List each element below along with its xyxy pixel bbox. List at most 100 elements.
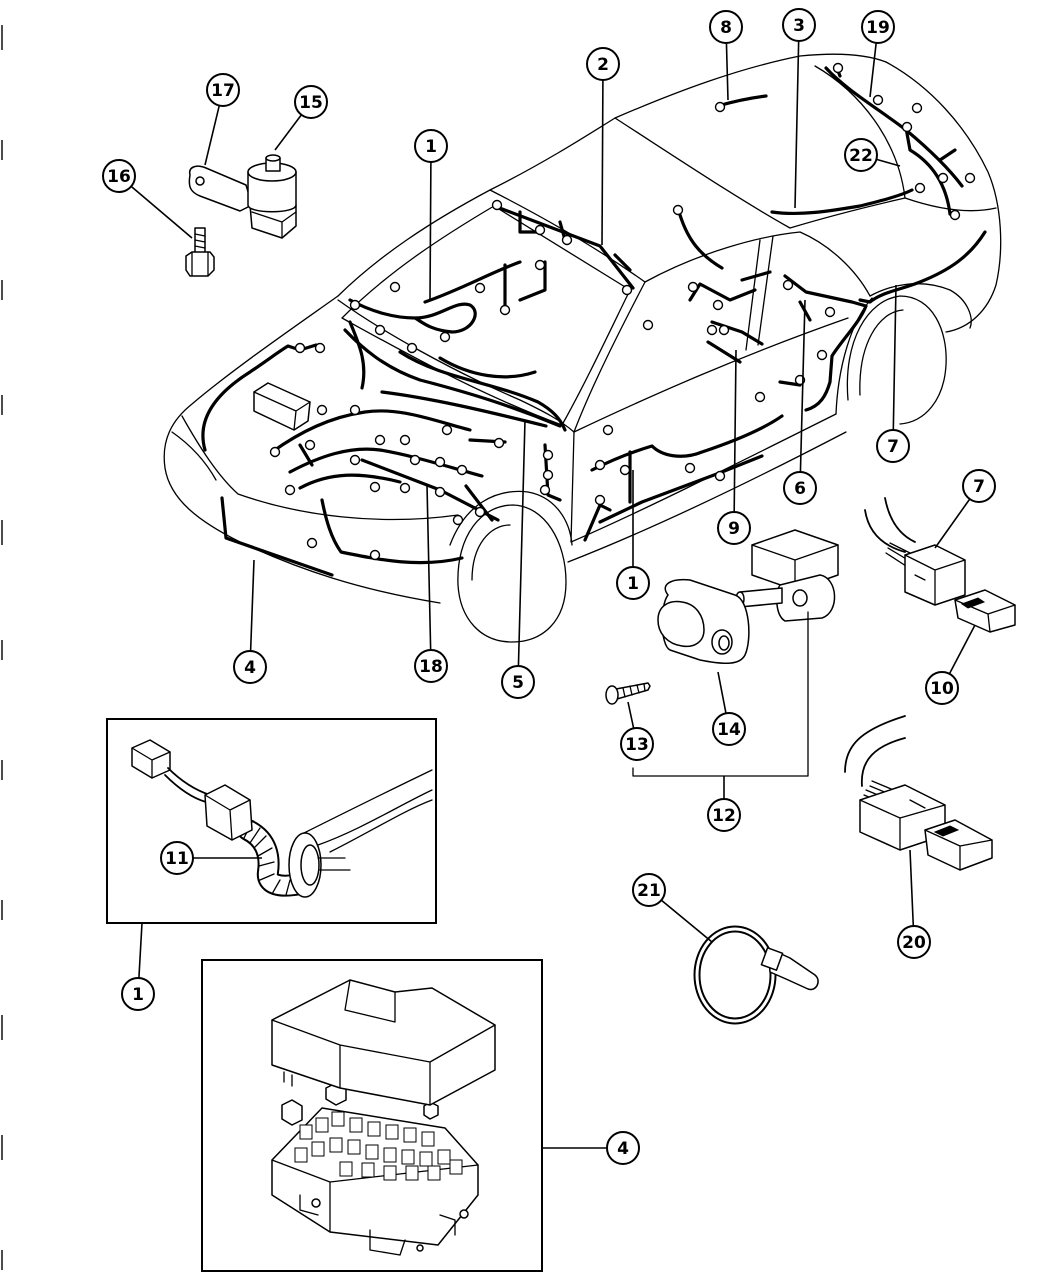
- rear-glass: [814, 65, 906, 199]
- callout-18: 18: [414, 484, 448, 683]
- callout-3: 3: [782, 8, 816, 209]
- callout-number: 22: [849, 146, 873, 166]
- hatch-harness: [824, 64, 964, 216]
- callout-circle: [121, 977, 155, 1011]
- inset-grommet-detail: [106, 718, 437, 924]
- callout-2: 2: [586, 47, 620, 246]
- relay: [247, 154, 297, 239]
- callout-number: 7: [887, 437, 899, 457]
- callout-circle: [782, 8, 816, 42]
- leader-line: [249, 559, 255, 668]
- callout-number: 4: [617, 1139, 629, 1159]
- callout-number: 15: [299, 93, 323, 113]
- callout-circle: [414, 649, 448, 683]
- callout-12: 12: [707, 776, 741, 832]
- screw: [605, 682, 651, 705]
- rear-end: [885, 61, 1002, 333]
- dashboard-harness: [348, 260, 547, 379]
- roof-rear-harness: [770, 188, 914, 216]
- front-bumper-harness: [220, 496, 334, 577]
- callout-20: 20: [897, 849, 931, 959]
- callout-number: 11: [165, 849, 189, 869]
- fender-relay-box: [253, 382, 311, 431]
- callout-4-fuse-block: 4: [542, 1131, 640, 1165]
- callout-10: 10: [925, 624, 976, 705]
- roof-left-edge: [337, 53, 887, 297]
- callout-number: 1: [425, 137, 437, 157]
- callout-number: 13: [625, 735, 649, 755]
- callout-number: 1: [132, 985, 144, 1005]
- callout-circle: [876, 429, 910, 463]
- callout-21: 21: [632, 873, 713, 943]
- callout-19: 19: [861, 10, 895, 98]
- harness-connector-20: [844, 715, 993, 871]
- callout-9: 9: [717, 349, 751, 545]
- leader-line: [426, 484, 432, 667]
- belt-line: [573, 317, 849, 433]
- leader-line: [799, 299, 806, 489]
- callouts: 17 15 1 6 1 2 8 3: [102, 8, 996, 1165]
- left-fender-harness: [201, 343, 318, 452]
- callout-circle: [783, 471, 817, 505]
- sensor: [185, 227, 215, 277]
- callout-circle: [233, 650, 267, 684]
- callout-8: 8: [709, 10, 743, 101]
- a-pillar: [561, 281, 646, 433]
- callout-22: 22: [844, 138, 901, 172]
- callout-circle: [606, 1131, 640, 1165]
- callout-circle: [586, 47, 620, 81]
- roof-front-harness: [495, 205, 635, 290]
- callout-number: 2: [597, 55, 609, 75]
- callout-number: 7: [973, 477, 985, 497]
- rocker-panel: [567, 431, 847, 563]
- roof-right-edge: [614, 117, 906, 229]
- callout-circle: [206, 73, 240, 107]
- callout-number: 14: [717, 720, 741, 740]
- leader-line: [794, 24, 800, 209]
- callout-number: 4: [244, 658, 256, 678]
- callout-circle: [707, 798, 741, 832]
- side-harness: [678, 213, 772, 364]
- rear-harness: [858, 230, 987, 304]
- callout-circle: [620, 727, 654, 761]
- leader-line: [733, 349, 737, 529]
- hood-leading-edge: [181, 415, 459, 521]
- fuse-grid: [294, 1111, 463, 1181]
- roof-lamp-harness: [716, 94, 768, 108]
- callout-15: 15: [274, 85, 328, 151]
- callout-number: 10: [930, 679, 954, 699]
- leader-line: [429, 145, 432, 301]
- callout-circle: [925, 671, 959, 705]
- callout-number: 19: [866, 18, 890, 38]
- inset-fuse-block: [201, 959, 543, 1272]
- callout-11: 11: [160, 841, 262, 875]
- callout-circle: [102, 159, 136, 193]
- front-wheel-arch: [449, 490, 573, 546]
- door-harness: [543, 414, 784, 542]
- b-pillar: [745, 235, 774, 351]
- callout-circle: [709, 10, 743, 44]
- cowl-harness: [343, 320, 567, 432]
- callout-1-inset: 1: [121, 922, 155, 1011]
- harness-connector-pair: [864, 497, 1016, 633]
- cable-tie: [693, 925, 819, 1025]
- callout-7-harness: 7: [876, 284, 910, 463]
- side-window: [644, 231, 871, 297]
- callout-6: 6: [783, 299, 817, 505]
- leader-line: [892, 284, 897, 447]
- callout-number: 17: [211, 81, 235, 101]
- engine-harness: [270, 409, 507, 565]
- callout-1-dashboard: 1: [414, 129, 448, 301]
- fuse-block-cover: [271, 979, 496, 1106]
- callout-5: 5: [501, 419, 535, 699]
- callout-13: 13: [620, 701, 654, 761]
- front-wheel: [457, 504, 567, 643]
- callout-number: 5: [512, 673, 524, 693]
- leader-line: [601, 63, 604, 246]
- callout-circle: [712, 712, 746, 746]
- callout-number: 20: [902, 933, 926, 953]
- callout-number: 8: [720, 18, 732, 38]
- callout-7-connector: 7: [934, 469, 996, 549]
- callout-circle: [962, 469, 996, 503]
